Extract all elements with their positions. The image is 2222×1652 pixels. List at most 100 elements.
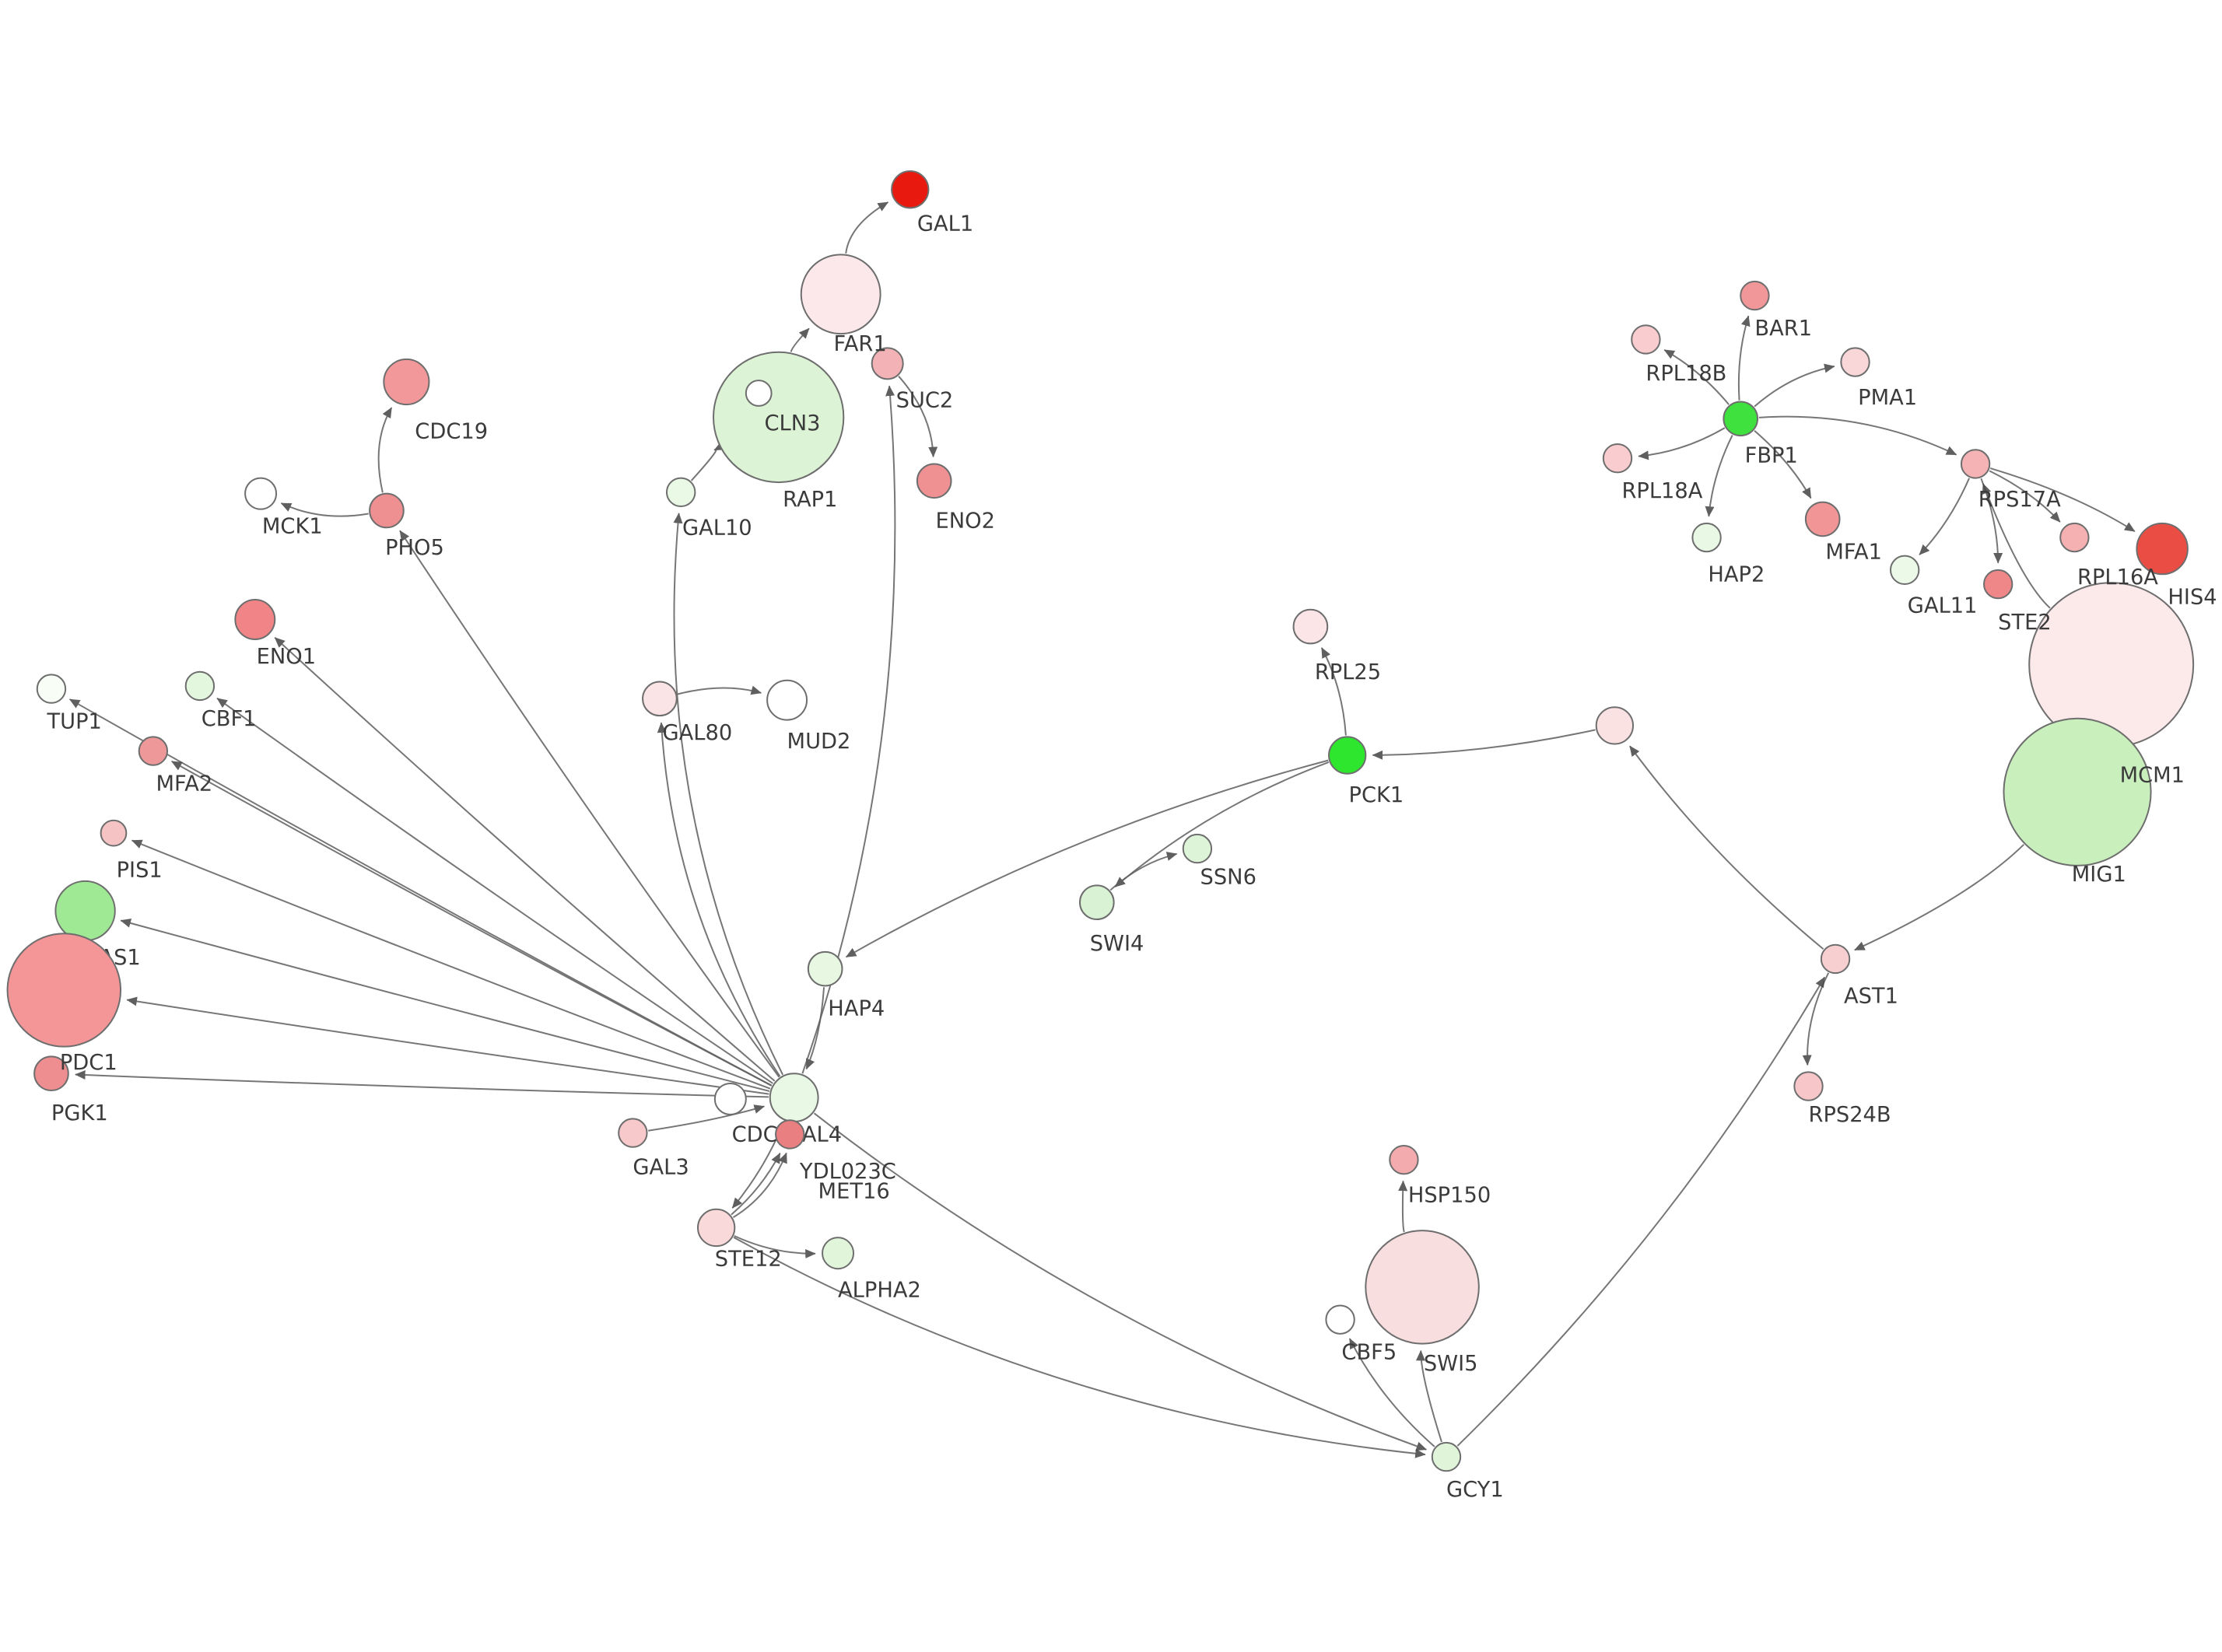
node-suc2[interactable] bbox=[871, 347, 904, 380]
node-ste12[interactable] bbox=[696, 1208, 736, 1248]
edge-fbp1-pma1[interactable] bbox=[1754, 363, 1835, 408]
node-eno1[interactable] bbox=[234, 599, 276, 640]
node-alpha2[interactable] bbox=[822, 1237, 855, 1270]
node-hsp150[interactable] bbox=[1389, 1144, 1419, 1175]
node-cbf5[interactable] bbox=[1325, 1304, 1355, 1335]
edge-pho5-mck1[interactable] bbox=[280, 502, 369, 517]
edge-fbp1-hap2[interactable] bbox=[1705, 435, 1733, 517]
node-ssn6[interactable] bbox=[1182, 833, 1213, 864]
edge-hap4-gal4[interactable] bbox=[805, 987, 825, 1070]
node-hap4[interactable] bbox=[807, 950, 843, 987]
edge-gal4-cbf1[interactable] bbox=[216, 697, 773, 1084]
edge-gal4-tup1[interactable] bbox=[68, 698, 773, 1087]
edge-gal4-mfa2[interactable] bbox=[171, 761, 773, 1087]
edge-gal4-pho5[interactable] bbox=[399, 530, 780, 1078]
node-mig1[interactable] bbox=[2003, 717, 2152, 866]
node-ras1[interactable] bbox=[54, 880, 116, 942]
node-swi4[interactable] bbox=[1078, 884, 1115, 921]
node-gal4[interactable] bbox=[769, 1073, 819, 1123]
edge-gcy1-cbf5[interactable] bbox=[1348, 1338, 1435, 1447]
node-cdc6[interactable] bbox=[713, 1082, 747, 1115]
edge-fbp1-rpl18a[interactable] bbox=[1638, 427, 1726, 460]
node-pma1[interactable] bbox=[1840, 347, 1870, 377]
edge-rap1-far1[interactable] bbox=[790, 327, 810, 352]
node-rpl16a[interactable] bbox=[2059, 522, 2090, 553]
edge-gal4-gal10[interactable] bbox=[673, 513, 784, 1076]
edge-gal4-pis1[interactable] bbox=[131, 839, 771, 1090]
node-gal3[interactable] bbox=[618, 1118, 648, 1148]
node-rpl18b[interactable] bbox=[1631, 324, 1661, 355]
node-rps24b[interactable] bbox=[1793, 1071, 1824, 1101]
node-rps17a[interactable] bbox=[1960, 449, 1991, 479]
edge-fbp1-bar1[interactable] bbox=[1737, 315, 1751, 401]
edge-fbp1-rps17a[interactable] bbox=[1758, 415, 1957, 456]
edge-rps17a-his4[interactable] bbox=[1989, 467, 2136, 533]
edge-mcm1-rps17a[interactable] bbox=[1982, 483, 2051, 609]
node-mfa1[interactable] bbox=[1804, 501, 1841, 537]
edge-rps17a-gal11[interactable] bbox=[1919, 478, 1971, 555]
edge-gal4-gcy1[interactable] bbox=[813, 1112, 1428, 1451]
edge-gal4-eno1[interactable] bbox=[274, 637, 776, 1082]
node-hap2[interactable] bbox=[1691, 522, 1722, 553]
edge-gal4-ras1[interactable] bbox=[120, 919, 770, 1092]
edge-gal4-pdc1[interactable] bbox=[126, 996, 769, 1095]
edge-swi5-hsp150[interactable] bbox=[1398, 1180, 1408, 1233]
edge-ste12-met16[interactable] bbox=[732, 1152, 787, 1219]
node-gcy1[interactable] bbox=[1431, 1441, 1462, 1472]
node-pck1[interactable] bbox=[1328, 736, 1367, 775]
node-pho5[interactable] bbox=[369, 492, 405, 529]
edge-gal3-gal4[interactable] bbox=[648, 1104, 766, 1132]
node-pdc1[interactable] bbox=[6, 933, 122, 1048]
node-cdc19[interactable] bbox=[383, 358, 430, 406]
edge-mig1-ast1[interactable] bbox=[1854, 844, 2024, 951]
edge-unlabeled-pck1[interactable] bbox=[1372, 729, 1596, 760]
edge-ste12-gcy1[interactable] bbox=[733, 1236, 1426, 1458]
node-gal80[interactable] bbox=[642, 681, 678, 717]
node-far1[interactable] bbox=[800, 254, 881, 335]
node-cln3[interactable] bbox=[745, 380, 773, 407]
edge-rps17a-rpl16a[interactable] bbox=[1989, 470, 2061, 523]
edge-ste12-alpha2[interactable] bbox=[734, 1235, 816, 1258]
edge-suc2-eno2[interactable] bbox=[898, 376, 938, 458]
node-cbf1[interactable] bbox=[184, 670, 216, 702]
node-unlabeled[interactable] bbox=[1595, 706, 1635, 745]
edge-gcy1-ast1[interactable] bbox=[1456, 976, 1826, 1447]
edge-ste12-ydl023c[interactable] bbox=[731, 1152, 781, 1216]
node-ste2[interactable] bbox=[1983, 569, 2013, 600]
node-pgk1[interactable] bbox=[33, 1055, 69, 1092]
edge-gal10-rap1[interactable] bbox=[690, 441, 726, 481]
edge-gal4-pgk1[interactable] bbox=[75, 1070, 769, 1098]
node-fbp1[interactable] bbox=[1723, 401, 1759, 437]
edge-gcy1-swi5[interactable] bbox=[1415, 1349, 1442, 1443]
node-pis1[interactable] bbox=[100, 819, 128, 847]
edge-gal80-mud2[interactable] bbox=[677, 685, 762, 695]
node-swi5[interactable] bbox=[1365, 1230, 1480, 1345]
edge-pck1-rpl25[interactable] bbox=[1320, 647, 1347, 736]
edge-fbp1-mfa1[interactable] bbox=[1754, 429, 1812, 499]
edge-pck1-swi4[interactable] bbox=[1114, 761, 1330, 887]
node-ydl023c[interactable] bbox=[775, 1119, 805, 1150]
node-gal1[interactable] bbox=[891, 170, 930, 209]
node-gal11[interactable] bbox=[1889, 555, 1920, 586]
edge-far1-gal1[interactable] bbox=[845, 201, 889, 254]
node-bar1[interactable] bbox=[1740, 280, 1770, 311]
edge-swi4-ssn6[interactable] bbox=[1109, 852, 1178, 891]
edge-gal4-gal80[interactable] bbox=[657, 722, 781, 1077]
edge-ast1-unlabeled[interactable] bbox=[1629, 745, 1824, 950]
node-mfa2[interactable] bbox=[138, 736, 169, 766]
edge-ast1-rps24b[interactable] bbox=[1802, 972, 1830, 1066]
node-eno2[interactable] bbox=[916, 463, 952, 499]
node-tup1[interactable] bbox=[36, 674, 67, 704]
edge-pho5-cdc19[interactable] bbox=[377, 407, 393, 493]
node-rpl18a[interactable] bbox=[1602, 443, 1633, 474]
edge-fbp1-rpl18b[interactable] bbox=[1663, 349, 1730, 405]
node-rpl25[interactable] bbox=[1292, 608, 1329, 645]
node-ast1[interactable] bbox=[1820, 943, 1851, 975]
node-his4[interactable] bbox=[2136, 522, 2189, 576]
node-rap1[interactable] bbox=[713, 351, 845, 484]
node-mck1[interactable] bbox=[244, 477, 278, 510]
node-gal10[interactable] bbox=[665, 477, 696, 508]
edge-pck1-hap4[interactable] bbox=[845, 759, 1329, 958]
node-mud2[interactable] bbox=[766, 679, 808, 721]
